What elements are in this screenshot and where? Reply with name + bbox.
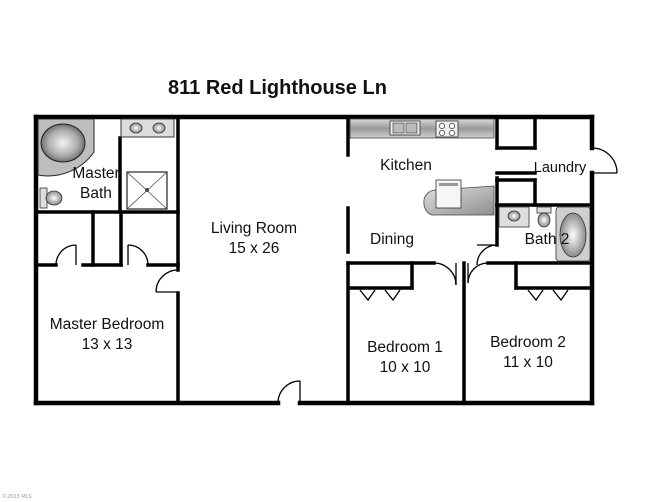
- bedroom2-door: [467, 262, 489, 284]
- bedroom1-label: Bedroom 1: [367, 339, 443, 356]
- watermark: ©2023 MLS: [2, 493, 32, 500]
- master-bath-fixtures: [37, 118, 175, 210]
- living-room-label: Living Room: [211, 220, 297, 237]
- bedroom2-closet-bifold-b: [552, 289, 569, 302]
- bedroom1-door: [433, 262, 457, 286]
- bath2-fixtures: [498, 206, 591, 262]
- interior-walls: [34, 115, 594, 405]
- kitchen-label: Kitchen: [380, 157, 432, 174]
- kitchen-counter: [349, 118, 495, 139]
- bedroom1-size: 10 x 10: [380, 359, 431, 376]
- master-bedroom-size: 13 x 13: [82, 336, 133, 353]
- room-labels: Master Bath Living Room 15 x 26 Kitchen …: [50, 157, 587, 376]
- master-bath-label-line2: Bath: [80, 185, 112, 202]
- laundry-label: Laundry: [534, 160, 587, 176]
- double-vanity-icon: [120, 118, 175, 138]
- dining-label: Dining: [370, 231, 414, 248]
- master-bedroom-door: [155, 269, 179, 293]
- bedroom1-closet-bifold-b: [384, 289, 401, 302]
- plan-title: 811 Red Lighthouse Ln: [168, 77, 387, 99]
- master-bath-label-line1: Master: [72, 165, 119, 182]
- front-door-swing: [277, 380, 301, 404]
- laundry-exterior-door: [591, 147, 618, 174]
- bedroom1-closet-bifold-a: [359, 289, 376, 302]
- bath2-toilet-icon: [536, 206, 552, 214]
- living-room-size: 15 x 26: [229, 240, 280, 257]
- bedroom2-label: Bedroom 2: [490, 334, 566, 351]
- closet-door-right: [127, 244, 149, 266]
- bedroom2-closet-bifold-a: [527, 289, 544, 302]
- bath2-label: Bath 2: [525, 231, 570, 248]
- doors: [55, 147, 618, 404]
- closet-door-left: [55, 244, 77, 266]
- stove-icon: [435, 120, 459, 138]
- master-bedroom-label: Master Bedroom: [50, 316, 165, 333]
- kitchen-fixtures: [349, 118, 495, 216]
- bedroom2-size: 11 x 10: [503, 354, 553, 371]
